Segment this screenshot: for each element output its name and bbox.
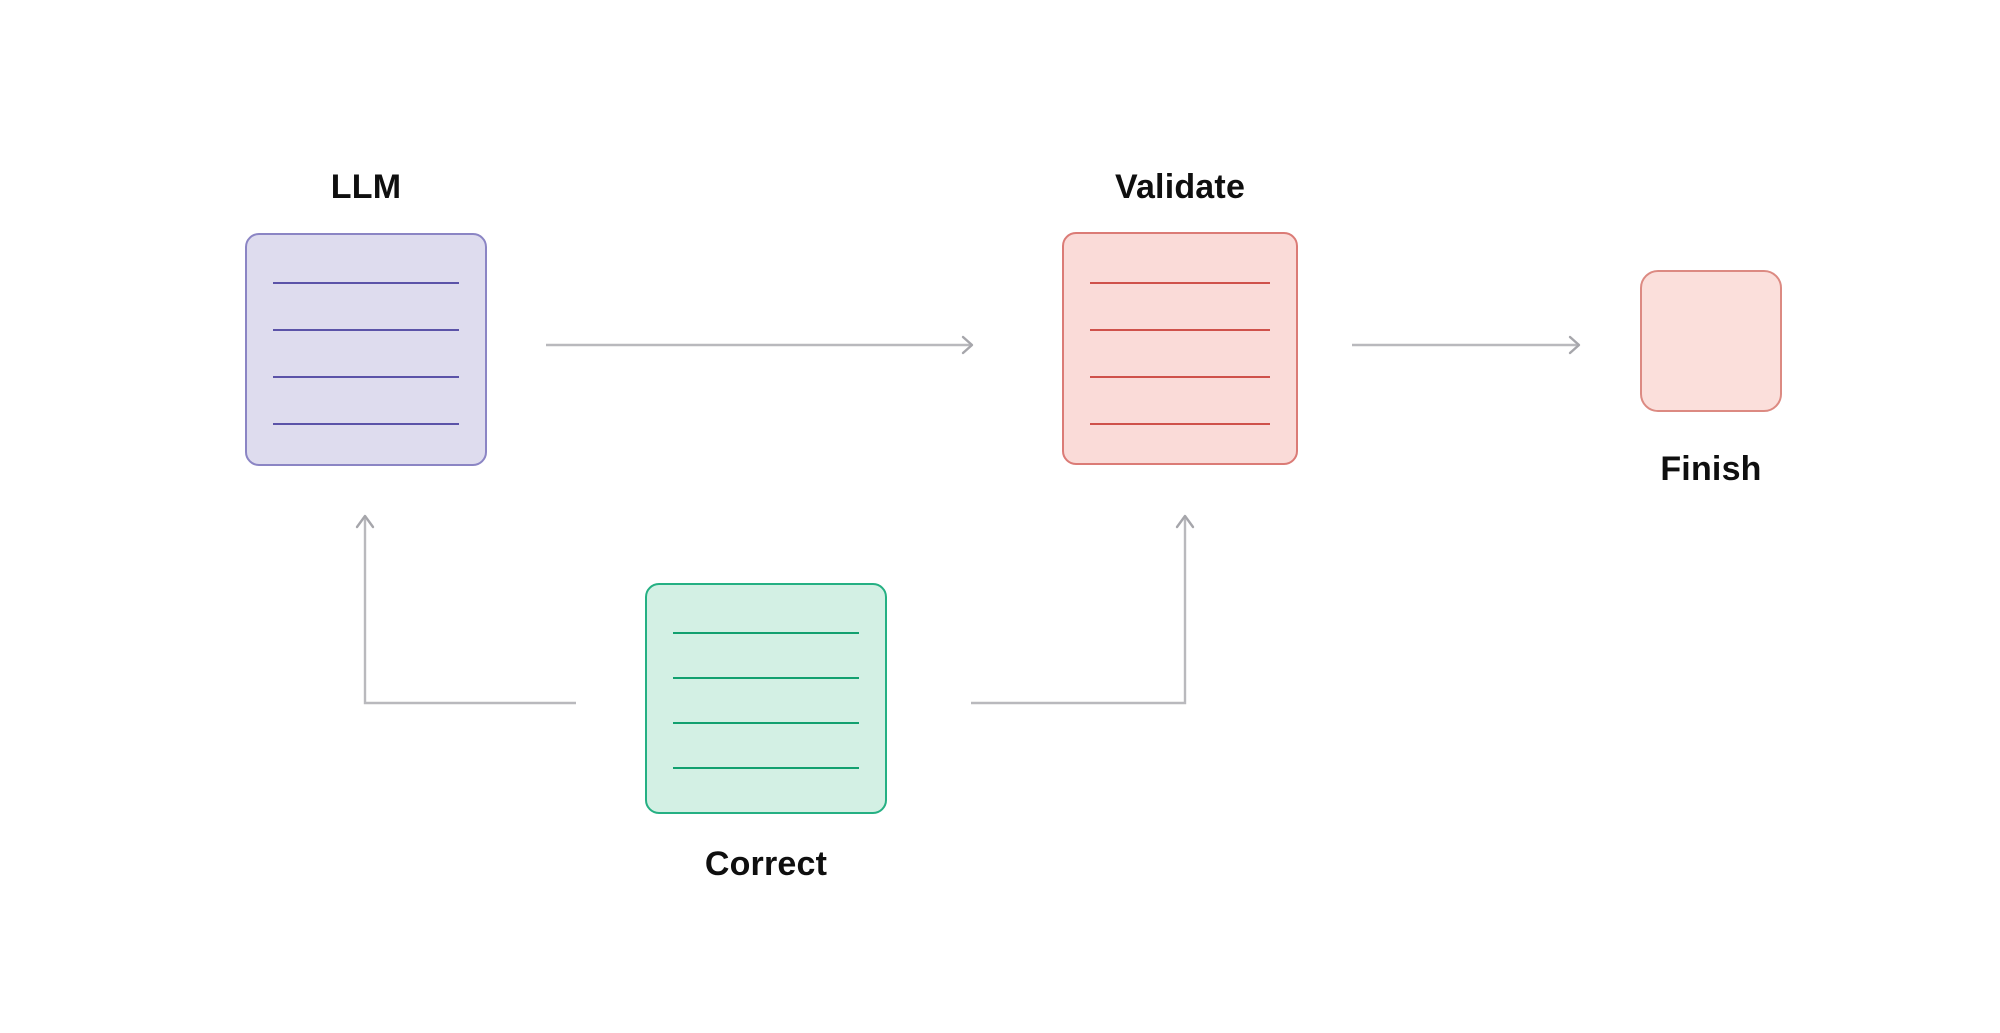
document-line	[1090, 376, 1270, 378]
node-validate[interactable]	[1062, 232, 1298, 465]
node-llm[interactable]	[245, 233, 487, 466]
document-line	[273, 282, 459, 284]
document-line	[673, 722, 859, 724]
document-line	[673, 767, 859, 769]
edge-validate-to-finish	[1352, 335, 1581, 355]
edge-correct-to-llm	[355, 514, 576, 705]
node-correct-lines	[647, 585, 885, 812]
node-finish-label: Finish	[1660, 450, 1762, 488]
node-llm-label: LLM	[330, 168, 402, 206]
document-line	[673, 677, 859, 679]
edge-validate-to-correct	[971, 514, 1195, 705]
node-validate-label: Validate	[1114, 168, 1246, 206]
edge-llm-to-validate	[546, 335, 974, 355]
document-line	[1090, 423, 1270, 425]
node-llm-lines	[247, 235, 485, 464]
node-correct-label: Correct	[704, 845, 828, 883]
document-line	[1090, 329, 1270, 331]
node-correct[interactable]	[645, 583, 887, 814]
document-line	[273, 376, 459, 378]
document-line	[1090, 282, 1270, 284]
node-validate-lines	[1064, 234, 1296, 463]
document-line	[273, 423, 459, 425]
document-line	[673, 632, 859, 634]
document-line	[273, 329, 459, 331]
node-finish[interactable]	[1640, 270, 1782, 412]
